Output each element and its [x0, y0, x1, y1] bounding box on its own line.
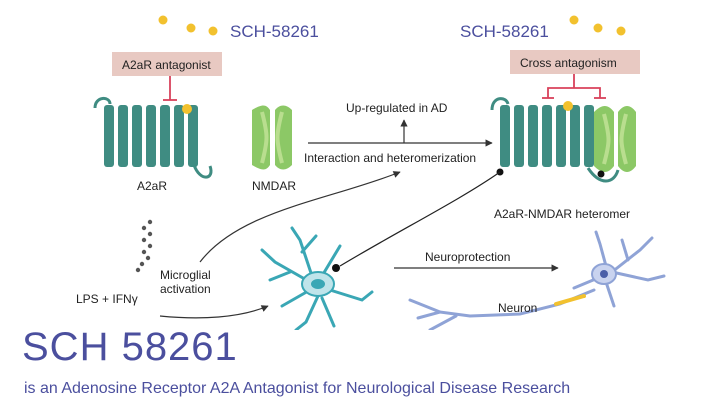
microglia-heteromer-link [339, 171, 501, 267]
cross-inhibit-bracket [547, 87, 601, 98]
sch-label-left: SCH-58261 [230, 22, 319, 41]
antagonist-box [112, 52, 222, 76]
microglial-label-line2: activation [160, 282, 211, 296]
ligand-bound-left [182, 104, 192, 114]
nmdar-label: NMDAR [252, 179, 296, 193]
interaction-label: Interaction and heteromerization [304, 151, 476, 165]
lps-molecule-icon [135, 219, 153, 273]
ligand-dots-right [569, 15, 626, 36]
axon-segment [554, 294, 586, 306]
upregulated-label: Up-regulated in AD [346, 101, 448, 115]
sch-label-right: SCH-58261 [460, 22, 549, 41]
cross-antagonism-box [510, 50, 640, 74]
lps-to-microglia-arrow [159, 305, 269, 319]
heteromer-label: A2aR-NMDAR heteromer [494, 207, 630, 221]
a2ar-receptor-left [93, 97, 213, 179]
heteromer-dot-right [597, 170, 605, 178]
lps-label: LPS + IFNγ [76, 292, 138, 306]
ligand-bound-right [563, 101, 573, 111]
antagonist-label: A2aR antagonist [122, 58, 211, 72]
microglial-label-line1: Microglial [160, 268, 211, 282]
main-title: SCH 58261 [22, 325, 238, 369]
diagram-svg: SCH-58261 SCH-58261 A2aR antagonist A2aR… [76, 15, 666, 330]
neuron-icon [408, 230, 666, 330]
microglia-to-interaction-arrow [199, 171, 401, 263]
cross-antagonism-label: Cross antagonism [520, 56, 617, 70]
nmdar-channel-heteromer [594, 106, 636, 172]
ligand-dots-left [158, 15, 218, 36]
nmdar-channel [252, 105, 292, 170]
subtitle: is an Adenosine Receptor A2A Antagonist … [24, 380, 571, 397]
a2ar-label: A2aR [137, 179, 167, 193]
neuroprotection-label: Neuroprotection [425, 250, 510, 264]
neuron-label: Neuron [498, 301, 537, 315]
a2ar-receptor-right [490, 97, 594, 167]
